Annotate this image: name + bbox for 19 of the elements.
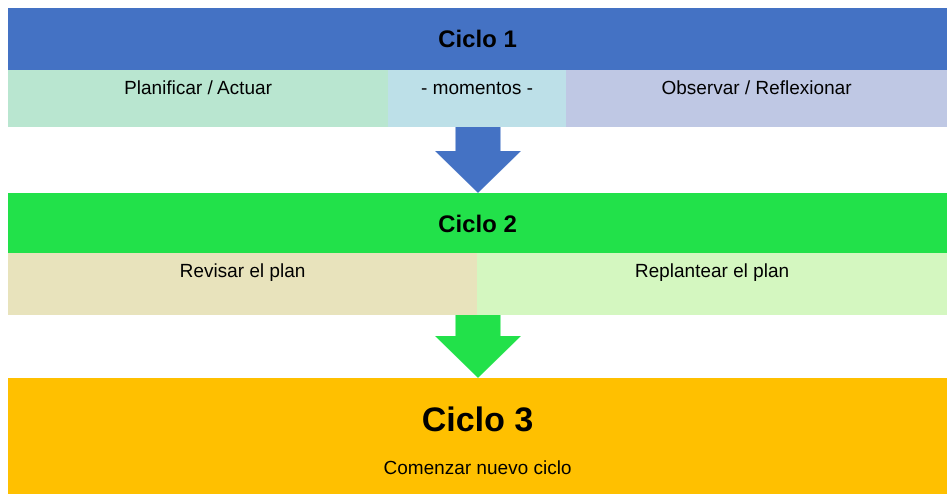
cycle-panel [8, 8, 947, 127]
stage-cell [8, 70, 388, 127]
stage-cell [566, 70, 947, 127]
stage-label: Revisar el plan [178, 261, 306, 284]
cycle-title: - momentos - [420, 78, 534, 101]
cycle-title: Planificar / Actuar [123, 78, 273, 101]
stage-label: Comenzar nuevo ciclo [382, 458, 572, 481]
stage-cell [8, 253, 477, 315]
cycle-title: Ciclo 2 [437, 211, 518, 240]
stage-label: Replantear el plan [634, 261, 790, 284]
cycle-title: Ciclo 3 [420, 400, 534, 441]
block-arrow [435, 127, 521, 193]
cycle-panel [8, 193, 947, 315]
stage-cell [477, 253, 947, 315]
cycle-title: Ciclo 1 [437, 26, 518, 55]
cycle-title: Observar / Reflexionar [660, 78, 853, 101]
cycle-panel [8, 378, 947, 494]
block-arrow [435, 315, 521, 378]
stage-cell [388, 70, 566, 127]
